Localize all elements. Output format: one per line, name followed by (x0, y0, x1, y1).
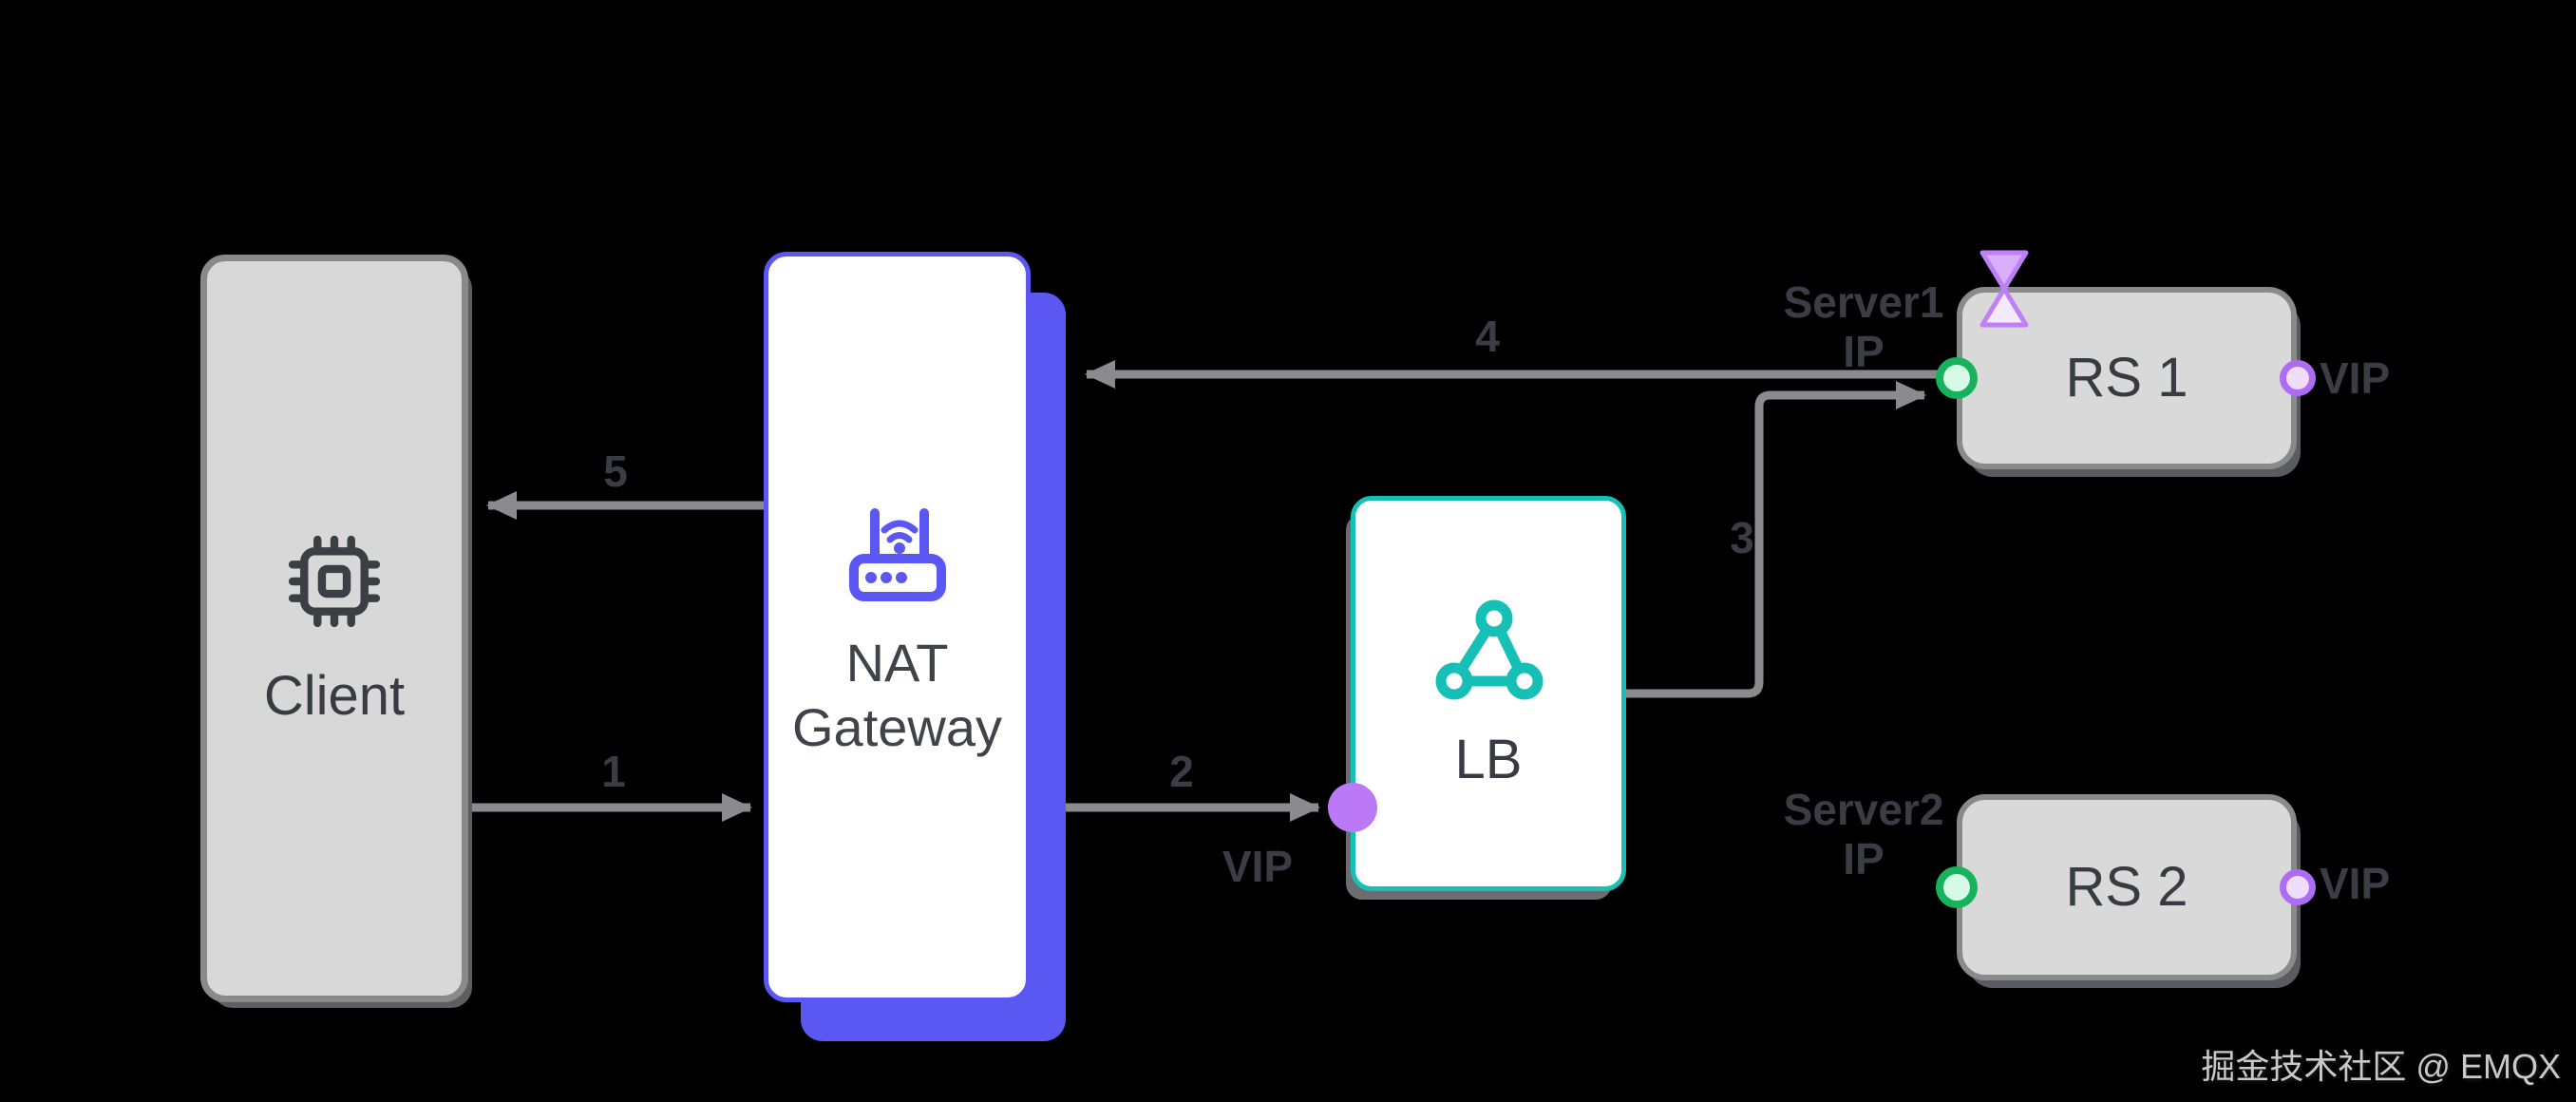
flow-step-4: 4 (1475, 312, 1500, 361)
server2-annotation: Server2 IP (1784, 785, 1944, 884)
cpu-chip-icon (288, 535, 381, 627)
flow-step-3: 3 (1730, 513, 1754, 562)
rs1-vip-port (2280, 360, 2316, 396)
server2-ip: IP (1843, 834, 1885, 884)
rs2-label: RS 2 (2065, 856, 2188, 919)
server1-name: Server1 (1783, 277, 1944, 327)
nat-label-line2: Gateway (792, 697, 1002, 757)
flow-line-3-lb-to-rs1 (1626, 381, 1926, 698)
rs1-label: RS 1 (2065, 347, 2188, 409)
server2-name: Server2 (1783, 785, 1944, 834)
rs2-ip-port (1936, 866, 1978, 908)
flow-step-1: 1 (601, 747, 626, 796)
rs2-vip-port (2280, 869, 2316, 905)
rs1-vip-label: VIP (2320, 353, 2391, 403)
node-nat-gateway: NAT Gateway (764, 252, 1031, 1002)
server1-ip: IP (1843, 327, 1885, 376)
rs2-vip-label: VIP (2320, 859, 2391, 908)
lb-vip-label: VIP (1222, 842, 1294, 891)
watermark: 掘金技术社区 @ EMQX (2201, 1047, 2561, 1086)
node-rs2: RS 2 (1957, 794, 2297, 980)
flow-step-5: 5 (603, 446, 628, 496)
wifi-router-icon (848, 508, 946, 601)
node-load-balancer: LB (1351, 496, 1626, 891)
flow-step-2: 2 (1169, 747, 1194, 796)
lb-label: LB (1454, 729, 1523, 791)
nat-label-line1: NAT (845, 633, 949, 693)
bowtie-valve-icon (1979, 250, 2029, 328)
client-label: Client (263, 664, 406, 727)
node-client: Client (200, 255, 468, 1002)
rs1-ip-port (1936, 357, 1978, 399)
triangle-nodes-icon (1435, 599, 1544, 700)
server1-annotation: Server1 IP (1784, 277, 1944, 376)
lb-vip-dot (1328, 783, 1377, 832)
